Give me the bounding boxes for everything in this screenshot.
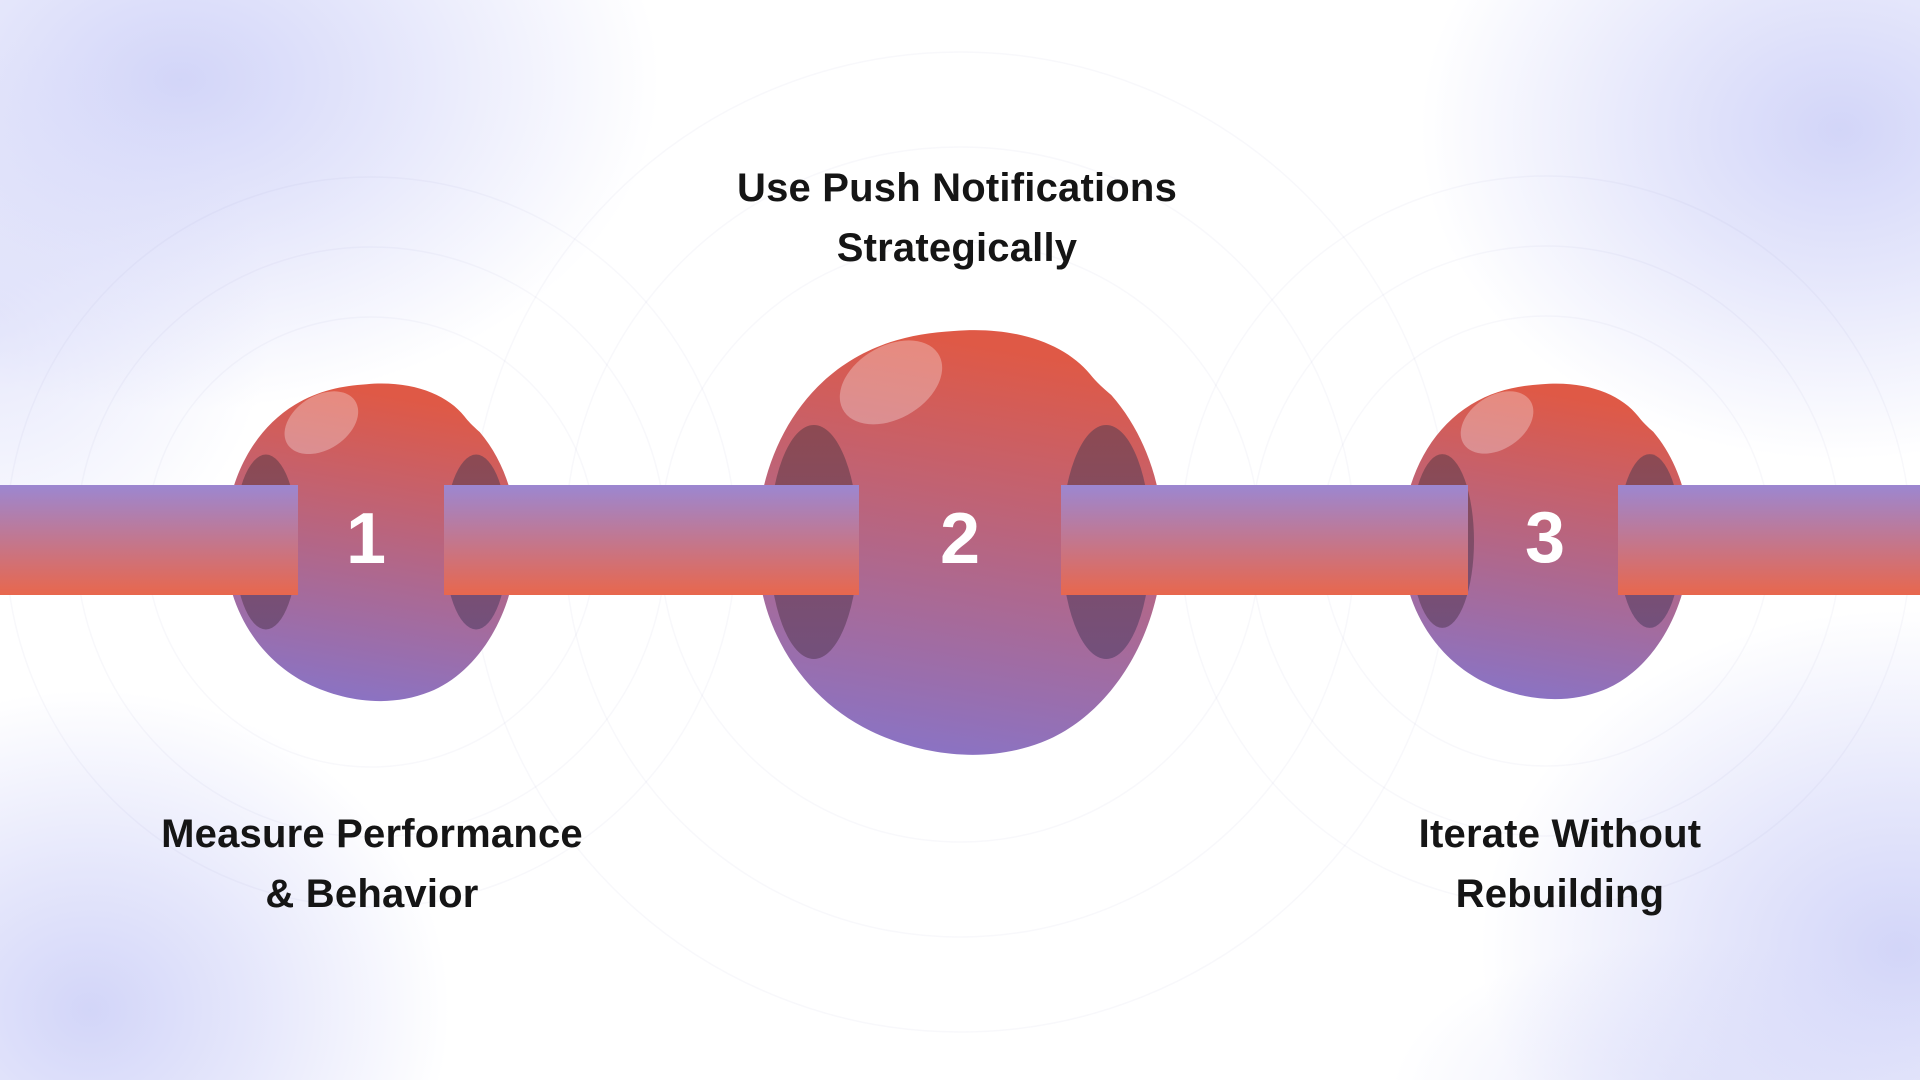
step-2-label: Use Push Notifications Strategically bbox=[737, 158, 1177, 278]
step-3-number: 3 bbox=[1525, 498, 1565, 578]
step-3-label-line-1: Iterate Without bbox=[1418, 812, 1702, 856]
pipe bbox=[0, 485, 1920, 595]
bead-highlight bbox=[839, 340, 943, 425]
bead-highlight bbox=[284, 391, 359, 455]
step-1-label-line-1: Measure Performance bbox=[161, 812, 583, 856]
step-3-label: Iterate Without Rebuilding bbox=[1419, 804, 1702, 924]
pipe-segment-between-1-2 bbox=[444, 485, 859, 595]
step-2-number: 2 bbox=[940, 499, 980, 579]
pipe-segment-right bbox=[1618, 485, 1920, 595]
step-1-number: 1 bbox=[346, 499, 386, 579]
pipe-segment-left bbox=[0, 485, 298, 595]
pipe-segment-between-2-3 bbox=[1061, 485, 1468, 595]
step-1-label: Measure Performance & Behavior bbox=[161, 804, 583, 924]
step-2-label-line-2: Strategically bbox=[836, 226, 1078, 270]
step-2-label-line-1: Use Push Notifications bbox=[736, 166, 1178, 210]
step-3-label-line-2: Rebuilding bbox=[1455, 872, 1665, 916]
step-1-label-line-2: & Behavior bbox=[265, 872, 479, 916]
bead-highlight bbox=[1460, 391, 1534, 454]
